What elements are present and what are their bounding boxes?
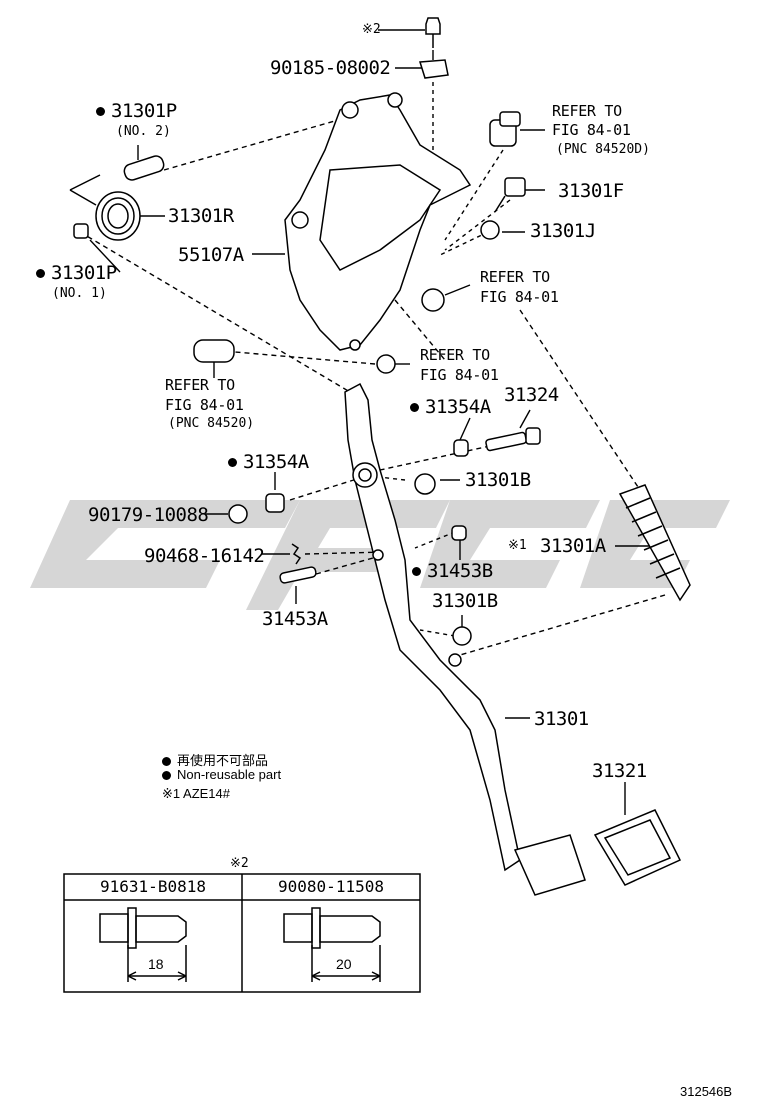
part-number: 31453B bbox=[427, 560, 493, 582]
part-label-31301J: 31301J bbox=[530, 220, 596, 242]
bolt-icon bbox=[99, 913, 129, 943]
part-label-31354A-left: 31354A bbox=[228, 451, 309, 473]
refer-label-1: REFER TO bbox=[552, 102, 622, 120]
note-mark-1: ※1 bbox=[508, 538, 527, 553]
legend-line-note: ※1 AZE14# bbox=[162, 786, 230, 801]
part-shapes bbox=[69, 17, 691, 896]
non-reusable-dot-icon bbox=[162, 771, 171, 781]
cushion-icon bbox=[414, 473, 436, 495]
pedal-pad-icon bbox=[513, 834, 586, 896]
part-label-31301R: 31301R bbox=[168, 205, 234, 227]
bushing-icon bbox=[451, 525, 467, 541]
bolt-icon bbox=[504, 177, 526, 197]
part-number: 31354A bbox=[425, 396, 491, 418]
refer-label-2: REFER TO bbox=[480, 268, 550, 286]
refer-fig-2: FIG 84-01 bbox=[480, 288, 559, 306]
part-label-31301B-bottom: 31301B bbox=[432, 590, 498, 612]
non-reusable-dot-icon bbox=[36, 269, 45, 278]
legend-text: Non-reusable part bbox=[177, 767, 282, 782]
bushing-icon bbox=[453, 439, 469, 457]
part-label-90185-08002: 90185-08002 bbox=[270, 57, 391, 79]
table-note-mark: ※2 bbox=[230, 856, 249, 871]
part-number: 31301P bbox=[51, 262, 117, 284]
note-mark: ※2 bbox=[362, 22, 381, 37]
non-reusable-dot-icon bbox=[410, 403, 419, 412]
part-number: 31354A bbox=[243, 451, 309, 473]
dimension-20: 20 bbox=[336, 956, 352, 972]
switch-icon bbox=[193, 339, 235, 363]
legend-line-en: Non-reusable part bbox=[162, 767, 281, 782]
nut-icon bbox=[480, 220, 500, 240]
part-label-31453A: 31453A bbox=[262, 608, 328, 630]
part-label-90468-16142: 90468-16142 bbox=[144, 545, 265, 567]
brake-pedal-arm-icon bbox=[344, 382, 521, 872]
refer-fig-3: FIG 84-01 bbox=[420, 366, 499, 384]
part-sublabel-no1: (NO. 1) bbox=[52, 286, 107, 301]
nut-icon bbox=[421, 288, 445, 312]
non-reusable-dot-icon bbox=[96, 107, 105, 116]
refer-pnc-4: (PNC 84520) bbox=[168, 416, 255, 431]
collar-icon bbox=[73, 223, 89, 239]
table-header-col2: 90080-11508 bbox=[278, 877, 384, 896]
part-label-31301P-no1: 31301P bbox=[36, 262, 117, 284]
non-reusable-dot-icon bbox=[412, 567, 421, 576]
pedal-bracket-icon bbox=[284, 94, 472, 351]
torsion-spring-icon bbox=[69, 174, 141, 241]
bolt-icon bbox=[283, 913, 313, 943]
part-sublabel-no2: (NO. 2) bbox=[116, 124, 171, 139]
pin-icon bbox=[279, 566, 317, 584]
part-label-31354A-right: 31354A bbox=[410, 396, 491, 418]
refer-fig-1: FIG 84-01 bbox=[552, 121, 631, 139]
part-label-31453B: 31453B bbox=[412, 560, 493, 582]
leader-lines bbox=[79, 29, 666, 815]
nut-icon bbox=[228, 504, 248, 524]
bushing-icon bbox=[265, 493, 285, 513]
nut-icon bbox=[419, 59, 449, 79]
clip-icon bbox=[291, 543, 302, 565]
cushion-icon bbox=[452, 626, 472, 646]
legend-text: 再使用不可部品 bbox=[177, 753, 269, 768]
nut-icon bbox=[376, 354, 396, 374]
part-label-31321: 31321 bbox=[592, 760, 647, 782]
part-label-31301P-no2: 31301P bbox=[96, 100, 177, 122]
non-reusable-dot-icon bbox=[162, 757, 171, 767]
part-label-31301A: 31301A bbox=[540, 535, 606, 557]
figure-code: 312546B bbox=[680, 1084, 733, 1099]
bolt-icon bbox=[425, 17, 441, 35]
part-label-31301F: 31301F bbox=[558, 180, 624, 202]
part-label-31324: 31324 bbox=[504, 384, 559, 406]
refer-pnc-1: (PNC 84520D) bbox=[556, 142, 650, 157]
part-number: 31301P bbox=[111, 100, 177, 122]
part-label-55107A: 55107A bbox=[178, 244, 244, 266]
legend-line-jp: 再使用不可部品 bbox=[162, 750, 268, 769]
bolt-icon bbox=[485, 431, 528, 452]
pin-icon bbox=[123, 155, 165, 181]
refer-fig-4: FIG 84-01 bbox=[165, 396, 244, 414]
part-label-31301B-top: 31301B bbox=[465, 469, 531, 491]
part-label-31301: 31301 bbox=[534, 708, 589, 730]
part-label-90179-10088: 90179-10088 bbox=[88, 504, 209, 526]
table-header-col1: 91631-B0818 bbox=[100, 877, 206, 896]
non-reusable-dot-icon bbox=[228, 458, 237, 467]
refer-label-3: REFER TO bbox=[420, 346, 490, 364]
dimension-18: 18 bbox=[148, 956, 164, 972]
pedal-pad-cover-icon bbox=[593, 809, 682, 886]
refer-label-4: REFER TO bbox=[165, 376, 235, 394]
parts-table bbox=[63, 873, 421, 993]
